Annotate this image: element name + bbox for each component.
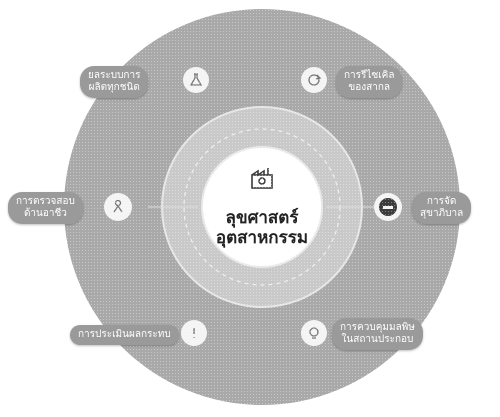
toilet-icon: [379, 198, 397, 216]
lightbulb-icon: [309, 327, 319, 339]
label-left[interactable]: การตรวจสอบ ด้านอาชีว: [8, 192, 83, 224]
label-bottom-left[interactable]: การประเมินผลกระทบ: [70, 325, 179, 345]
label-right[interactable]: การจัด สุขาภิบาล: [412, 192, 472, 224]
person-icon: [113, 199, 123, 213]
flask-icon: [189, 73, 203, 86]
node-top-left[interactable]: [183, 67, 209, 93]
label-bottom-right[interactable]: การควบคุมมลพิษ ในสถานประกอบ: [332, 318, 423, 350]
node-bottom-right[interactable]: [301, 320, 327, 346]
label-top-left[interactable]: ยลระบบการ ผลิตทุกชนิด: [80, 66, 149, 98]
factory-icon: [251, 168, 273, 189]
label-top-right[interactable]: การรีไซเคิล ของสากล: [336, 66, 403, 98]
center-title: ลุขศาสตร์ อุตสาหกรรม: [215, 208, 309, 247]
recycle-icon: [308, 74, 322, 86]
center-circle: [201, 146, 323, 268]
node-top-right[interactable]: [301, 67, 327, 93]
